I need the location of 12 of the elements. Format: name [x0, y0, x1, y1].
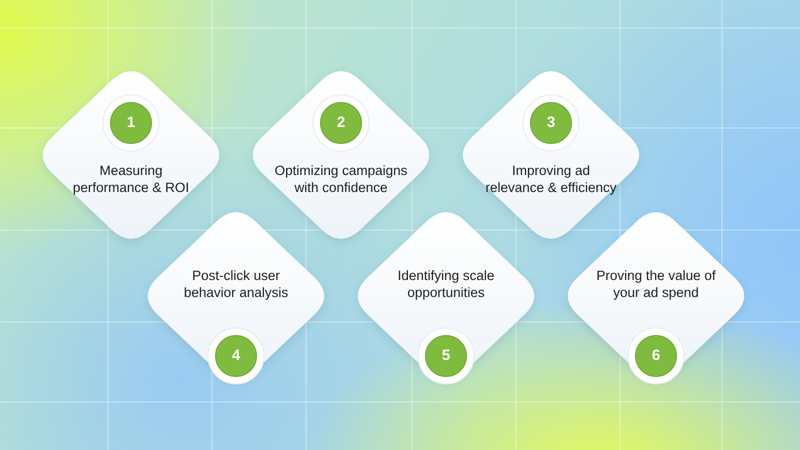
card-text: Proving the value of your ad spend	[595, 267, 717, 301]
number-badge: 5	[417, 327, 475, 385]
number-badge: 1	[102, 94, 160, 152]
card-text: Optimizing campaigns with confidence	[274, 162, 408, 196]
card-text: Identifying scale opportunities	[396, 267, 496, 301]
card-text: Post-click user behavior analysis	[182, 267, 290, 301]
card-text: Improving ad relevance & efficiency	[484, 162, 618, 196]
number-badge: 6	[627, 327, 685, 385]
number-badge: 4	[207, 327, 265, 385]
number-badge: 2	[312, 94, 370, 152]
card-text: Measuring performance & ROI	[72, 162, 190, 196]
number-badge: 3	[522, 94, 580, 152]
